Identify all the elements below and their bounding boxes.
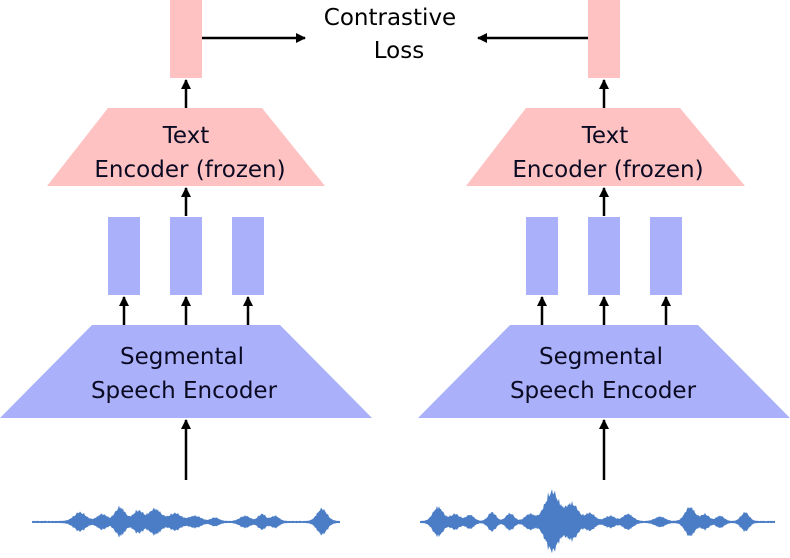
- left-speech-encoder-line1: Segmental: [120, 344, 244, 370]
- left-segment-embedding-2: [170, 217, 202, 295]
- waveform-shape: [32, 505, 340, 538]
- audio-waveform-icon: [420, 489, 775, 554]
- left-speech-encoder: [0, 325, 372, 418]
- right-segment-embedding-2: [588, 217, 620, 295]
- right-branch: Text Encoder (frozen) Segmental Speech E…: [418, 0, 790, 554]
- right-speech-encoder-line1: Segmental: [539, 344, 663, 370]
- left-text-encoder-line2: Encoder (frozen): [94, 157, 285, 183]
- right-text-encoder-line2: Encoder (frozen): [512, 157, 703, 183]
- right-segment-embedding-1: [526, 217, 558, 295]
- right-speech-encoder-line2: Speech Encoder: [510, 378, 697, 404]
- right-output-embedding: [588, 0, 620, 78]
- loss-label-line1: Contrastive: [324, 5, 456, 31]
- right-text-encoder: [466, 108, 745, 186]
- right-text-encoder-line1: Text: [581, 123, 629, 149]
- right-speech-encoder: [418, 325, 790, 418]
- left-segment-embedding-3: [232, 217, 264, 295]
- right-segment-embedding-3: [650, 217, 682, 295]
- left-branch: Text Encoder (frozen) Segmental Speech E…: [0, 0, 372, 538]
- loss-label-line2: Loss: [374, 38, 424, 64]
- left-segment-embedding-1: [108, 217, 140, 295]
- waveform-shape: [420, 489, 775, 554]
- left-output-embedding: [170, 0, 202, 78]
- left-text-encoder-line1: Text: [162, 123, 210, 149]
- left-text-encoder: [47, 108, 325, 186]
- left-speech-encoder-line2: Speech Encoder: [91, 378, 278, 404]
- audio-waveform-icon: [32, 505, 340, 538]
